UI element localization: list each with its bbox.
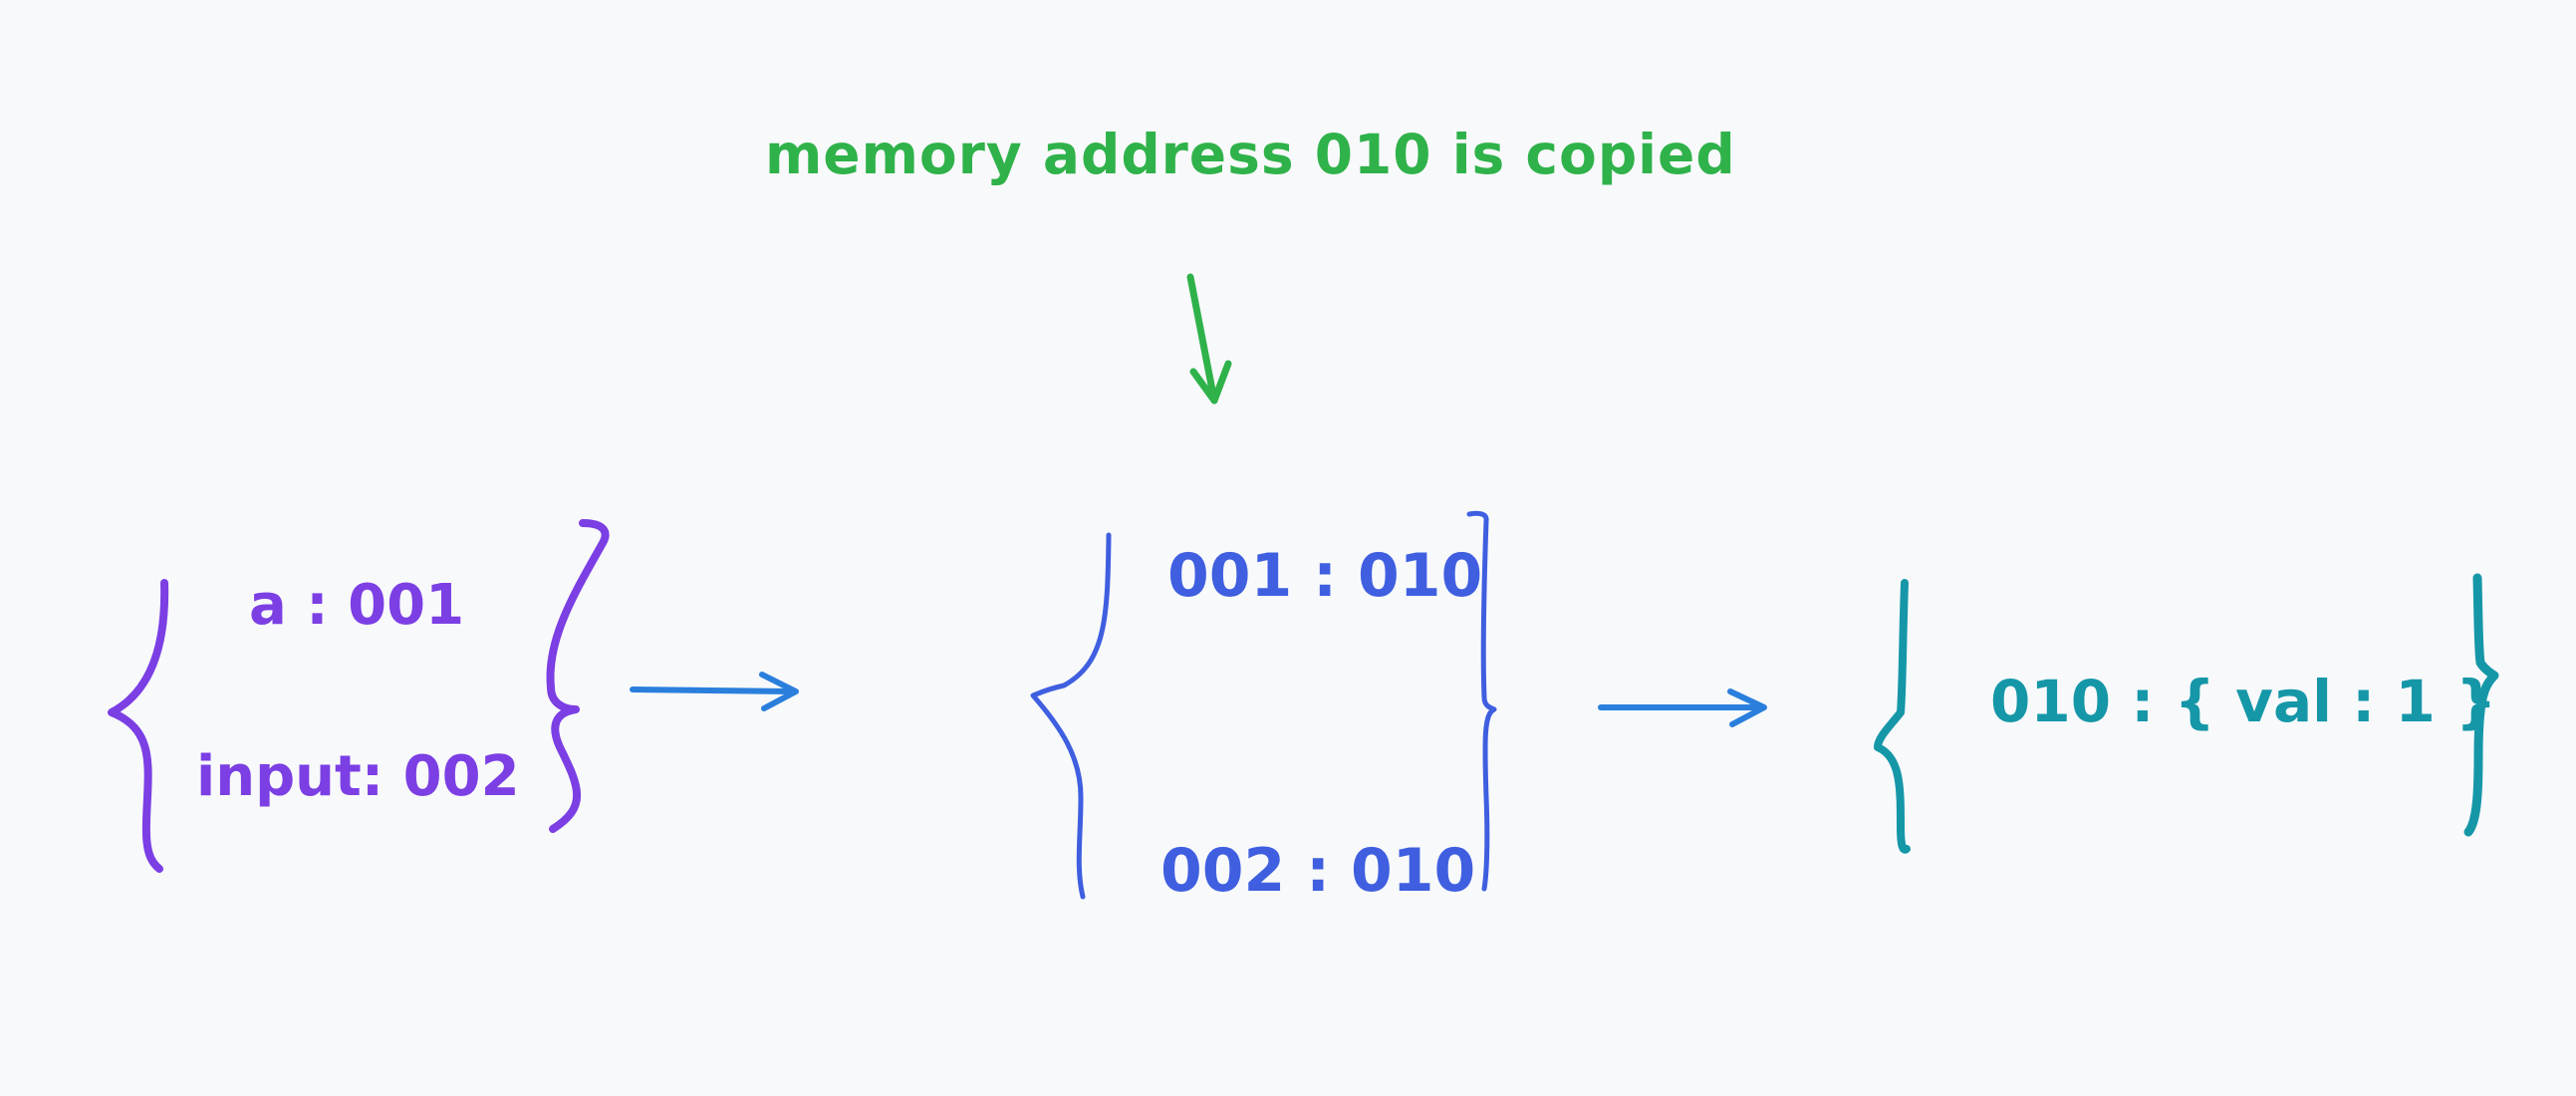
variable-entry-a: a : 001 (249, 573, 465, 638)
heap-close-brace (2463, 573, 2499, 837)
arrow-pointers-to-heap (1598, 688, 1767, 727)
variables-close-brace (546, 519, 610, 833)
arrow-variables-to-pointers (630, 672, 799, 711)
variable-entry-input: input: 002 (196, 744, 520, 809)
annotation-text: memory address 010 is copied (765, 123, 1736, 186)
pointer-entry-001: 001 : 010 (1167, 541, 1483, 611)
heap-open-brace (1874, 579, 1911, 854)
annotation-arrow (1186, 273, 1232, 405)
heap-entry-010: 010 : { val : 1 } (1990, 668, 2497, 735)
variables-open-brace (108, 579, 169, 873)
pointers-close-bracket (1466, 510, 1497, 892)
pointer-entry-002: 002 : 010 (1160, 836, 1476, 906)
pointers-open-brace (1030, 532, 1112, 900)
